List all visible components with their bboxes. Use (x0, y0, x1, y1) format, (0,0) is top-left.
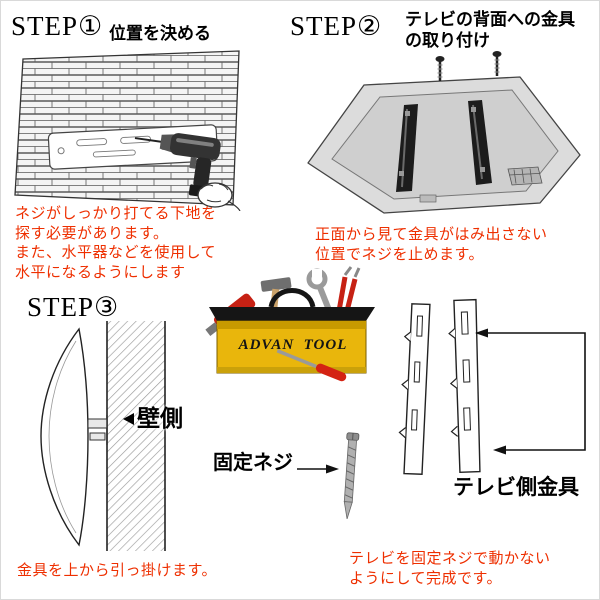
fixing-screw-label: 固定ネジ (213, 452, 293, 474)
fixing-screw-icon (343, 432, 360, 520)
tv-back-illustration (307, 51, 581, 214)
toolbox-icon (205, 266, 375, 382)
tv-side-view-icon (40, 327, 89, 547)
wall-hatch (107, 321, 165, 551)
final-note: テレビを固定ネジで動かない ようにして完成です。 (349, 550, 551, 587)
tv-bracket-label: テレビ側金具 (453, 476, 579, 499)
vent-grid-icon (507, 166, 543, 186)
bracket-rail-right (448, 298, 481, 474)
screw-icon (435, 51, 502, 81)
step1-title: STEP① (11, 11, 104, 41)
bracket-rail-left (398, 303, 431, 475)
toolbox-brand-label: ADVAN TOOL (238, 337, 348, 353)
step3-note: 金具を上から引っ掛けます。 (17, 562, 218, 579)
wall-hook-icon (87, 415, 108, 445)
arrow-left-icon (493, 445, 506, 455)
arrow-right-icon (326, 464, 339, 474)
step2-title: STEP② (290, 11, 383, 41)
pliers-icon (336, 266, 361, 312)
step2-note: 正面から見て金具がはみ出さない 位置でネジを止めます。 (315, 226, 548, 263)
step1-heading: 位置を決める (109, 24, 211, 43)
toolbox-body (216, 320, 367, 374)
toolbox-handle (268, 288, 316, 308)
toolbox-lid (209, 307, 375, 321)
arrow-left-icon (475, 328, 488, 338)
hand-icon (197, 182, 241, 211)
wall-side-label: 壁側 (123, 407, 183, 430)
label-plate-icon (419, 194, 437, 203)
mount-rails-icon (396, 100, 492, 192)
wall-side-illustration (40, 321, 166, 551)
step1-note: ネジがしっかり打てる下地を 探す必要があります。 また、水平器などを使用して 水… (15, 205, 217, 281)
brick-wall-illustration (14, 50, 241, 211)
arrow-left-icon (123, 412, 134, 425)
wall-side-label-text: 壁側 (137, 405, 183, 431)
screwdriver-icon (276, 349, 347, 382)
bracket-rails-illustration (398, 298, 481, 475)
step3-title: STEP③ (27, 292, 120, 322)
step2-heading: テレビの背面への金具 の取り付け (405, 10, 575, 51)
